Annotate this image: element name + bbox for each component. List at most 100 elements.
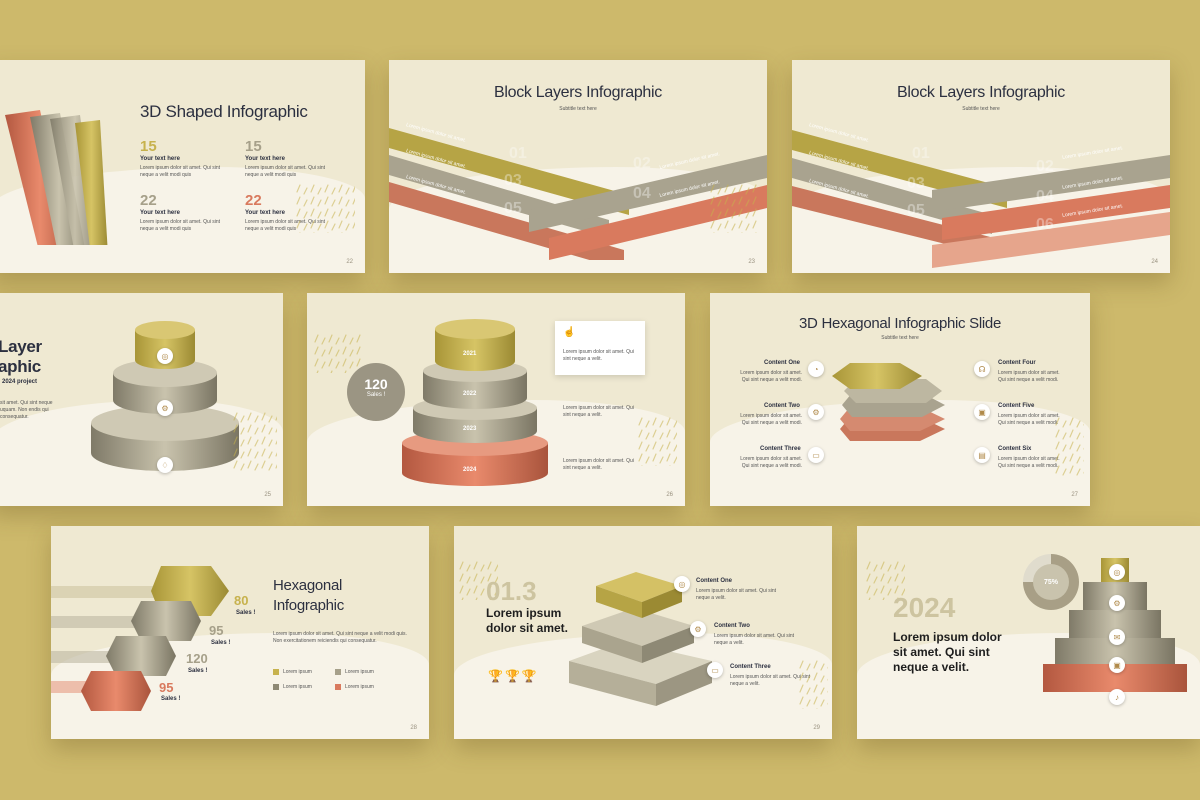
decorative-dashes [1054, 416, 1084, 476]
year-label: 2022 [463, 391, 477, 397]
slide-block-layers-1[interactable]: Block Layers Infographic Subtitle text h… [389, 60, 767, 273]
target-icon: ◎ [1109, 564, 1125, 580]
legend-swatch [335, 684, 341, 690]
info-card[interactable]: ☝ Lorem ipsum dolor sit amet. Qui sint n… [555, 321, 645, 375]
content-title: Content Five [998, 403, 1035, 409]
page-number: 23 [748, 259, 755, 265]
content-text: Lorem ipsum dolor sit amet. Qui sint neq… [714, 633, 795, 646]
year-label: 2023 [463, 426, 477, 432]
page-number: 26 [666, 492, 673, 498]
band-number: 05 [907, 202, 925, 219]
stat-number: 120 [186, 651, 208, 666]
info-text: Lorem ipsum dolor sit amet. Qui sint neq… [563, 458, 634, 471]
content-text: Lorem ipsum dolor sit amet. Qui sint neq… [998, 370, 1060, 383]
document-icon: ▤ [974, 447, 990, 463]
slide-title-line2: aphic [0, 357, 41, 376]
band-number: 04 [1036, 188, 1054, 205]
slide-text: sit amet. Qui sint neque uquam. Non endi… [0, 400, 53, 420]
stacked-cylinder-graphic [402, 319, 548, 486]
decorative-dashes [709, 183, 759, 233]
slide-square-layers[interactable]: 01.3 Lorem ipsum dolor sit amet. 🏆🏆🏆 ◎ C… [454, 526, 832, 739]
content-title: Content Four [998, 360, 1036, 366]
stat-label: Your text here [140, 156, 180, 162]
stat-label: Your text here [140, 210, 180, 216]
info-text: Lorem ipsum dolor sit amet. Qui sint neq… [563, 405, 634, 418]
slide-block-layers-2[interactable]: Block Layers Infographic Subtitle text h… [792, 60, 1170, 273]
target-icon: ◎ [674, 576, 690, 592]
slide-text: Lorem ipsum dolor sit amet. Qui sint neq… [273, 631, 407, 644]
page-number: 24 [1151, 259, 1158, 265]
hexagon-stack-graphic [832, 363, 945, 441]
legend-label: Lorem ipsum [345, 684, 374, 690]
band-number: 01 [912, 145, 930, 162]
monitor-icon: ▣ [974, 404, 990, 420]
slide-hexagonal-infographic[interactable]: 80 Sales ! 95 Sales ! 120 Sales ! 95 Sal… [51, 526, 429, 739]
stat-number: 95 [159, 680, 174, 695]
slide-3d-shaped[interactable]: 3D Shaped Infographic 15 Your text here … [0, 60, 365, 273]
decorative-dashes [865, 560, 905, 600]
settings-icon: ⚙ [1109, 595, 1125, 611]
image-icon: ▣ [1109, 657, 1125, 673]
slide-subtitle: Subtitle text here [559, 106, 597, 112]
percent-label: 75% [1033, 564, 1069, 600]
stat-text: Lorem ipsum dolor sit amet. Qui sint neq… [140, 165, 221, 178]
slide-layer-infographic[interactable]: Layer aphic 2024 project sit amet. Qui s… [0, 293, 283, 506]
content-text: Lorem ipsum dolor sit amet. Qui sint neq… [740, 370, 802, 383]
slide-subtitle: Subtitle text here [962, 106, 1000, 112]
content-text: Lorem ipsum dolor sit amet. Qui sint neq… [740, 413, 802, 426]
legend-label: Lorem ipsum [283, 669, 312, 675]
year-label: 2021 [463, 351, 477, 357]
content-title: Content Two [714, 623, 750, 629]
decorative-dashes [295, 183, 355, 233]
content-title: Content Six [998, 446, 1032, 452]
laptop-icon: ▭ [808, 447, 824, 463]
band-number: 06 [1036, 216, 1054, 233]
page-number: 22 [346, 259, 353, 265]
bell-icon: ♪ [1109, 689, 1125, 705]
band-number: 02 [1036, 158, 1054, 175]
section-number: 01.3 [486, 576, 537, 606]
band-number: 02 [633, 155, 651, 172]
pie-chart-icon: ◔ [808, 361, 824, 377]
slide-year-cylinders[interactable]: 120 Sales ! 2021 2022 2023 2024 ☝ Lorem … [307, 293, 685, 506]
stat-number: 80 [234, 593, 249, 608]
page-number: 28 [410, 725, 417, 731]
info-card-text: Lorem ipsum dolor sit amet. Qui sint neq… [563, 349, 634, 362]
sales-bubble-label: Sales ! [366, 392, 386, 398]
stat-label: Sales ! [236, 610, 256, 616]
year-label: 2024 [463, 467, 477, 473]
stat-label: Sales ! [211, 640, 231, 646]
slide-2024-pyramid[interactable]: 2024 Lorem ipsum dolor sit amet. Qui sin… [857, 526, 1200, 739]
laptop-icon: ▭ [707, 662, 723, 678]
sales-bubble: 120 Sales ! [347, 363, 405, 421]
band-number: 05 [504, 200, 522, 217]
legend-label: Lorem ipsum [345, 669, 374, 675]
shaped-bars-graphic [5, 110, 108, 245]
slide-3d-hexagonal[interactable]: 3D Hexagonal Infographic Slide Subtitle … [710, 293, 1090, 506]
sales-bubble-number: 120 [364, 376, 388, 392]
content-title: Content One [764, 360, 800, 366]
page-number: 29 [813, 725, 820, 731]
slide-heading: Lorem ipsum dolor sit amet. Qui sint neq… [893, 630, 1002, 674]
gear-icon: ⚙ [808, 404, 824, 420]
content-text: Lorem ipsum dolor sit amet. Qui sint neq… [730, 674, 811, 687]
stat-number: 22 [245, 192, 262, 209]
stat-text: Lorem ipsum dolor sit amet. Qui sint neq… [245, 219, 326, 232]
slide-title: Hexagonal Infographic [273, 577, 344, 614]
slide-subtitle: Subtitle text here [881, 335, 919, 341]
headset-icon: ☊ [974, 361, 990, 377]
slide-title-line1: Layer [0, 337, 42, 356]
band-number: 03 [907, 175, 925, 192]
stat-label: Your text here [245, 156, 285, 162]
decorative-dashes [798, 659, 828, 709]
stat-number: 15 [245, 138, 262, 155]
content-title: Content Three [730, 664, 771, 670]
content-text: Lorem ipsum dolor sit amet. Qui sint neq… [998, 413, 1060, 426]
content-title: Content Three [760, 446, 801, 452]
stat-text: Lorem ipsum dolor sit amet. Qui sint neq… [245, 165, 326, 178]
stat-label: Sales ! [188, 668, 208, 674]
year-number: 2024 [893, 592, 956, 623]
slide-title: Block Layers Infographic [493, 84, 662, 101]
band-number: 01 [509, 145, 527, 162]
content-text: Lorem ipsum dolor sit amet. Qui sint neq… [740, 456, 802, 469]
